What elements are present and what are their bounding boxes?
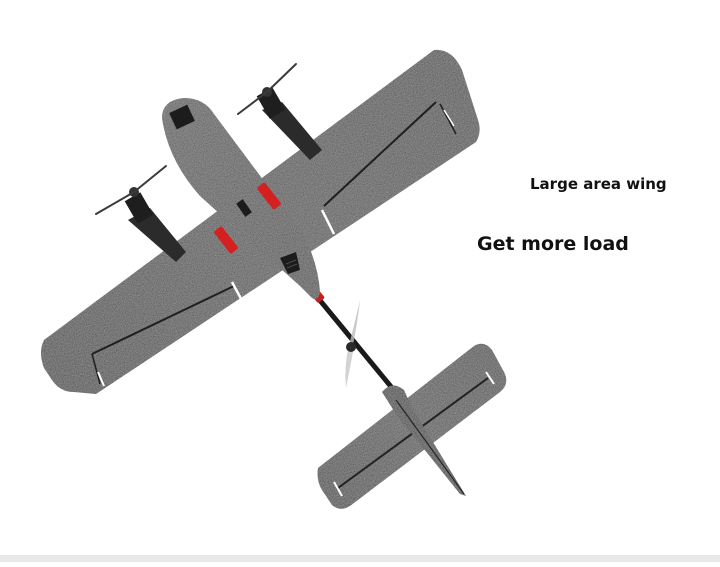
caption-large-area-wing: Large area wing: [530, 175, 667, 193]
fuselage: [162, 98, 320, 300]
propeller-icon: [345, 300, 360, 388]
caption-get-more-load: Get more load: [477, 233, 629, 255]
left-motor-pod: [95, 165, 186, 262]
red-accent-strip: [214, 182, 281, 254]
bottom-divider: [0, 555, 720, 562]
right-motor-pod: [237, 63, 322, 160]
vertical-fin: [382, 385, 466, 496]
tail-boom: [312, 290, 405, 403]
propeller-icon: [237, 63, 297, 115]
propeller-icon: [95, 165, 167, 215]
